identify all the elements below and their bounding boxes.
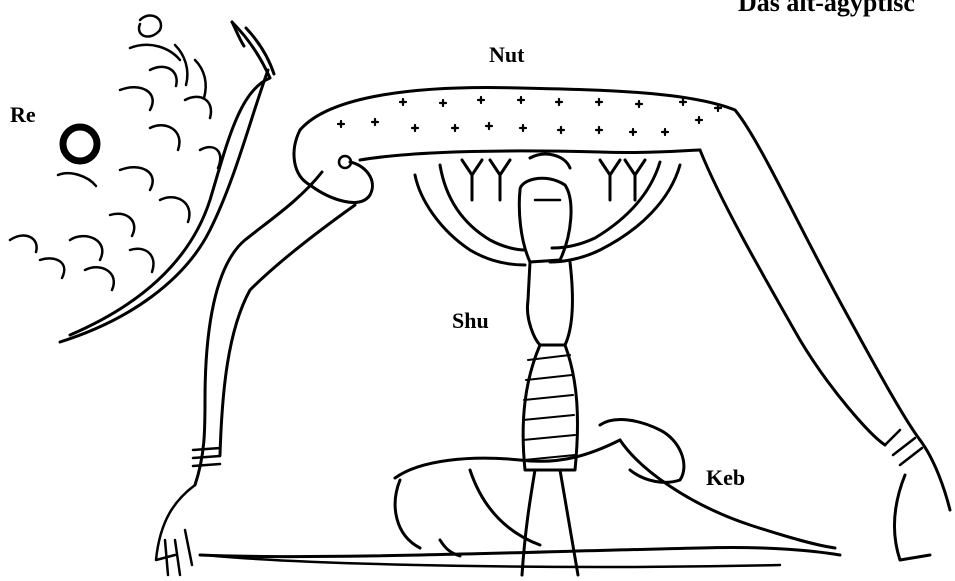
- label-shu: Shu: [452, 308, 489, 334]
- label-keb: Keb: [706, 465, 745, 491]
- sun-uraeus: [58, 173, 96, 186]
- label-nut: Nut: [489, 42, 524, 68]
- nut-legs: [885, 430, 950, 560]
- ankh-symbols: [462, 154, 645, 200]
- label-re: Re: [10, 102, 36, 128]
- sun-disc: [63, 127, 97, 161]
- page-title: Das alt-ägyptisc: [738, 0, 915, 18]
- nut-body: [294, 87, 920, 445]
- barque-passengers: [10, 15, 220, 290]
- shu-figure: [519, 178, 578, 575]
- nut-stars: [338, 97, 721, 135]
